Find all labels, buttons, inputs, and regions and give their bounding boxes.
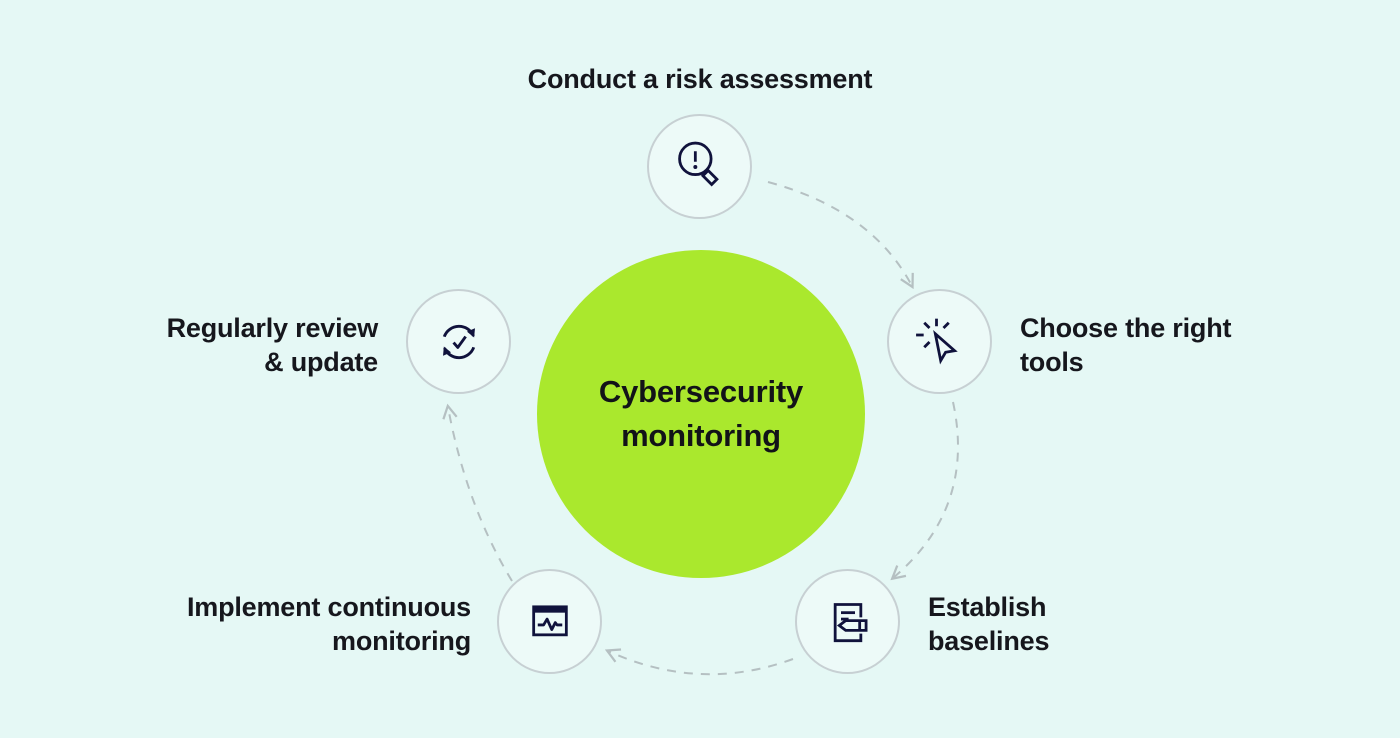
diagram-title: Cybersecurity monitoring [599,370,803,458]
cursor-click-icon [915,318,958,365]
step-node-risk-assessment [647,114,752,219]
step-label-line: Regularly review [166,313,379,343]
step-label-line: monitoring [332,626,471,656]
step-label-continuous-monitoring: Implement continuous monitoring [187,590,471,658]
flow-arrow-bottomleft-to-left [448,407,513,582]
step-label-line: baselines [928,626,1050,656]
diagram-title-line1: Cybersecurity [598,374,804,409]
magnifier-alert-icon [677,141,719,186]
flow-arrow-top-to-right [767,181,912,286]
step-label-choose-tools: Choose the right tools [1020,311,1232,379]
step-label-line: & update [264,347,378,377]
step-node-continuous-monitoring [497,569,602,674]
step-label-review-update: Regularly review & update [166,311,379,379]
step-node-establish-baselines [795,569,900,674]
monitor-pulse-icon [531,604,568,636]
diagram-title-line2: monitoring [621,418,781,453]
step-label-line: Establish [928,592,1047,622]
step-label-line: Implement continuous [186,592,471,622]
step-node-review-update [406,289,511,394]
flow-arrow-right-to-bottomright [893,401,959,578]
step-label-line: tools [1020,347,1084,377]
center-topic-circle: Cybersecurity monitoring [537,250,865,578]
flow-arrow-bottomright-to-bottomleft [608,651,794,676]
step-label-line: Choose the right [1020,313,1232,343]
step-label-establish-baselines: Establish baselines [928,590,1049,658]
refresh-check-icon [442,324,475,359]
step-label-risk-assessment: Conduct a risk assessment [527,64,873,94]
document-pencil-icon [833,602,867,642]
step-node-choose-tools [887,289,992,394]
